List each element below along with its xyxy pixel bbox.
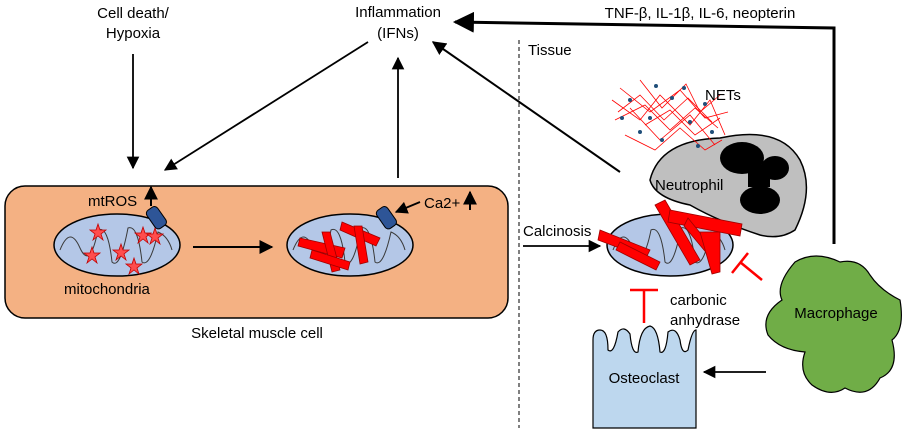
label-mitochondria: mitochondria [64, 281, 151, 298]
ion-channel-icon [145, 206, 167, 230]
label-macrophage: Macrophage [794, 305, 877, 322]
label-ifns: (IFNs) [377, 25, 419, 42]
calcium-crystal-icon [297, 221, 381, 273]
ros-star-icon [82, 222, 165, 276]
arrow-macrophage-to-inflammation [452, 11, 836, 244]
macrophage-cell [765, 255, 902, 393]
nets-granules [620, 84, 714, 148]
label-cytokines: TNF-β, IL-1β, IL-6, neopterin [605, 5, 796, 22]
label-hypoxia: Hypoxia [106, 25, 161, 42]
osteoclast-cell [592, 325, 697, 429]
arrow-inflammation-to-muscle [163, 41, 369, 171]
arrow-ca-to-channel [394, 201, 421, 214]
label-nets: NETs [705, 87, 741, 104]
label-anhydrase: anhydrase [670, 312, 740, 329]
label-cell-death: Cell death/ [97, 5, 170, 22]
label-calcinosis: Calcinosis [523, 223, 591, 240]
label-osteoclast: Osteoclast [609, 370, 681, 387]
label-carbonic: carbonic [670, 292, 727, 309]
neutrophil-nucleus [720, 142, 789, 214]
label-mtros: mtROS [88, 193, 137, 210]
label-skeletal-muscle-cell: Skeletal muscle cell [191, 325, 323, 342]
mitochondrion-calcified [286, 206, 414, 277]
label-ca: Ca2+ [424, 195, 461, 212]
mitochondrion-calcinosis [597, 199, 743, 277]
inhibition-osteoclast [630, 288, 658, 323]
mitochondrion-healthy [53, 206, 181, 277]
nets-mesh [611, 79, 729, 151]
inhibition-macrophage [731, 252, 763, 281]
label-inflammation: Inflammation [355, 4, 441, 21]
label-tissue: Tissue [528, 42, 572, 59]
label-neutrophil: Neutrophil [655, 177, 723, 194]
arrow-neutrophil-to-inflammation [431, 41, 621, 173]
calcium-crystal-icon [597, 199, 743, 275]
ion-channel-icon [375, 206, 397, 230]
